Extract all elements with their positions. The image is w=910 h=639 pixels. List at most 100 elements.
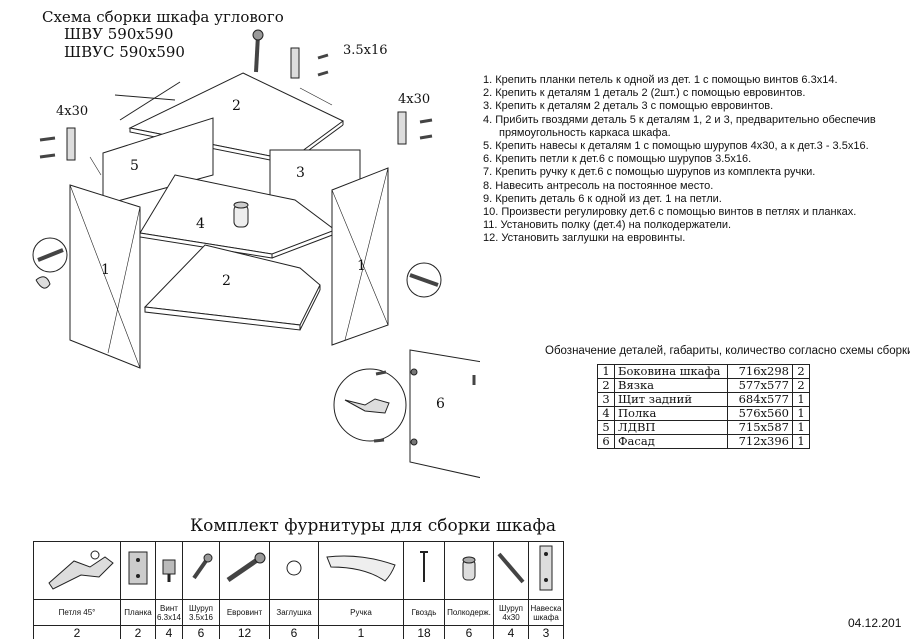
label-part-2-top: 2	[232, 98, 241, 114]
part-size: 577х577	[727, 378, 793, 393]
short-screw-icon	[192, 553, 213, 580]
kit-item-name: Навеска шкафа	[528, 599, 564, 626]
part-qty: 2	[792, 378, 810, 393]
label-part-1-left: 1	[101, 262, 110, 278]
part-number: 3	[597, 392, 615, 407]
part-name: Полка	[614, 406, 728, 421]
kit-cell	[182, 541, 220, 600]
table-row: 2 2 4 6 12 6 1 18 6 4 3	[33, 625, 564, 639]
part-1-right-side	[331, 167, 389, 346]
euro-screw-icon	[226, 552, 265, 583]
part-1-left-side	[69, 184, 141, 369]
kit-cell	[33, 541, 121, 600]
part-qty: 2	[792, 364, 810, 379]
euroscrew-left	[32, 237, 68, 289]
instruction-step: 7. Крепить ручку к дет.6 с помощью шуруп…	[483, 166, 816, 179]
hinge-icon	[48, 550, 114, 590]
screw-size-label-top: 3.5х16	[343, 43, 388, 58]
bracket-right	[397, 111, 433, 145]
parts-table-caption: Обозначение деталей, габариты, количеств…	[545, 345, 910, 357]
part-qty: 1	[792, 420, 810, 435]
label-part-1-right: 1	[357, 258, 366, 274]
kit-cell	[318, 541, 404, 600]
label-part-4: 4	[196, 216, 205, 232]
hardware-kit-title: Комплект фурнитуры для сборки шкафа	[190, 516, 556, 536]
euroscrew-right	[406, 262, 442, 298]
part-size: 712х396	[727, 434, 793, 449]
assembly-instructions: 1. Крепить планки петель к одной из дет.…	[483, 74, 876, 246]
shelf-support-icon	[462, 556, 476, 581]
sheet-title: Схема сборки шкафа углового	[42, 8, 284, 26]
kit-item-name: Шуруп 4х30	[493, 599, 529, 626]
part-number: 1	[597, 364, 615, 379]
exploded-assembly-drawing	[32, 29, 480, 479]
label-part-3: 3	[296, 165, 305, 181]
part-2-bottom-panel	[143, 244, 321, 331]
kit-item-qty: 6	[444, 625, 494, 639]
kit-item-name: Гвоздь	[403, 599, 445, 626]
label-part-2-bottom: 2	[222, 273, 231, 289]
kit-item-qty: 2	[33, 625, 121, 639]
kit-cell	[269, 541, 319, 600]
label-part-5: 5	[130, 158, 139, 174]
part-qty: 1	[792, 406, 810, 421]
kit-cell	[403, 541, 445, 600]
part-6-facade	[409, 349, 480, 479]
part-5-back-panel	[102, 117, 214, 206]
instruction-step: прямоугольность каркаса шкафа.	[499, 126, 671, 139]
kit-cell	[155, 541, 183, 600]
kit-cell	[120, 541, 156, 600]
nail-icon	[420, 551, 428, 582]
kit-item-name: Полкодерж.	[444, 599, 494, 626]
kit-item-name: Шуруп 3.5х16	[182, 599, 220, 626]
part-size: 684х577	[727, 392, 793, 407]
screw-top	[252, 29, 264, 73]
part-name: Щит задний	[614, 392, 728, 407]
mounting-plate-icon	[128, 551, 148, 585]
part-qty: 1	[792, 392, 810, 407]
handle-icon	[326, 555, 396, 582]
document-date: 04.12.201	[848, 616, 902, 630]
kit-item-name: Заглушка	[269, 599, 319, 626]
screw-size-label-left: 4х30	[56, 104, 89, 119]
kit-cell	[219, 541, 270, 600]
kit-item-qty: 4	[493, 625, 529, 639]
kit-item-name: Петля 45°	[33, 599, 121, 626]
model-code-1: ШВУ 590х590	[64, 25, 174, 43]
instruction-step: 5. Крепить навесы к деталям 1 с помощью …	[483, 140, 869, 153]
kit-item-name: Винт 6.3х14	[155, 599, 183, 626]
instruction-step: 3. Крепить к деталям 2 деталь 3 с помощь…	[483, 100, 774, 113]
shelf-support-detail	[233, 201, 249, 228]
kit-cell	[528, 541, 564, 600]
label-part-6: 6	[436, 396, 445, 412]
kit-item-name: Евровинт	[219, 599, 270, 626]
handle-detail	[472, 375, 476, 385]
part-number: 6	[597, 434, 615, 449]
part-name: Фасад	[614, 434, 728, 449]
instruction-step: 11. Установить полку (дет.4) на полкодер…	[483, 219, 732, 232]
kit-item-qty: 4	[155, 625, 183, 639]
part-size: 576х560	[727, 406, 793, 421]
cabinet-hanger-icon	[539, 545, 553, 591]
part-name: Вязка	[614, 378, 728, 393]
bracket-top	[290, 47, 329, 79]
part-number: 2	[597, 378, 615, 393]
table-row: Петля 45° Планка Винт 6.3х14 Шуруп 3.5х1…	[33, 599, 564, 626]
model-code-2: ШВУС 590х590	[64, 43, 185, 61]
hardware-kit-table: Петля 45° Планка Винт 6.3х14 Шуруп 3.5х1…	[33, 541, 564, 639]
kit-item-qty: 1	[318, 625, 404, 639]
part-name: ЛДВП	[614, 420, 728, 435]
instruction-step: 9. Крепить деталь 6 к одной из дет. 1 на…	[483, 192, 722, 205]
instruction-step: 12. Установить заглушки на евровинты.	[483, 232, 686, 245]
kit-item-qty: 2	[120, 625, 156, 639]
kit-item-qty: 18	[403, 625, 445, 639]
part-number: 4	[597, 406, 615, 421]
cap-icon	[286, 560, 302, 576]
